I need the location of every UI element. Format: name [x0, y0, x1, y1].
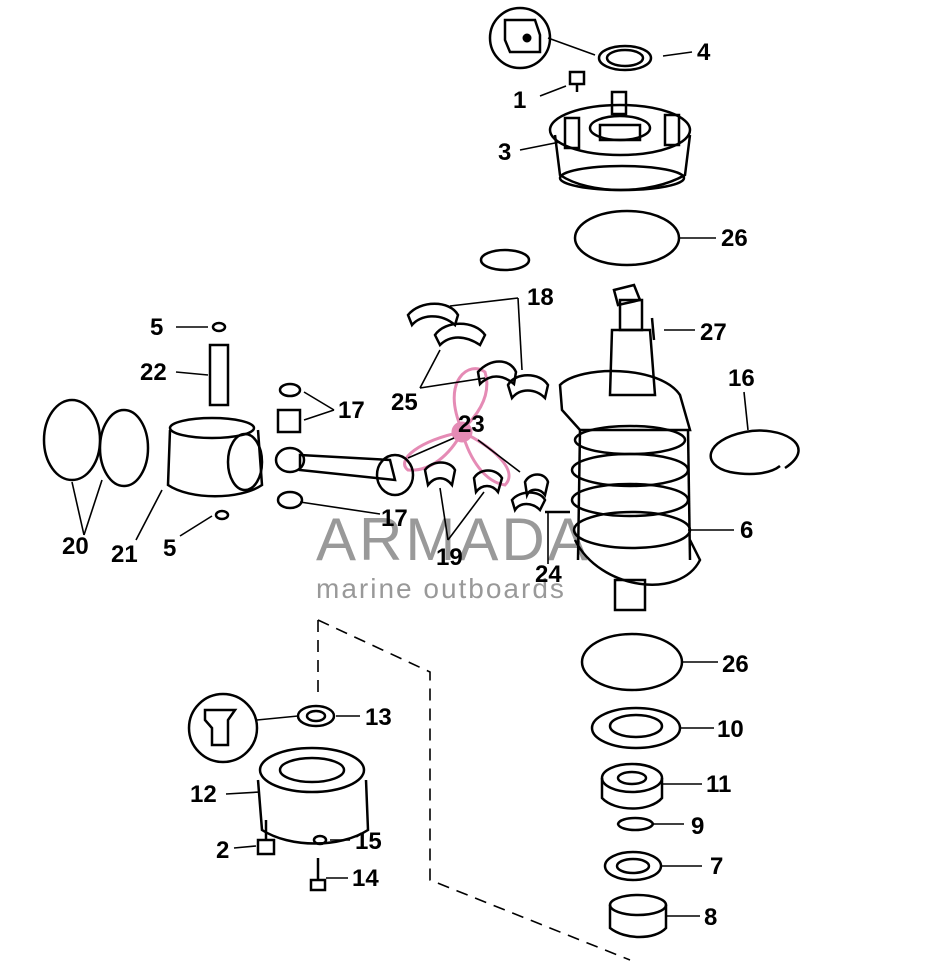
snap-ring-part — [616, 816, 655, 832]
callout-9: 9 — [691, 813, 704, 840]
callout-7: 7 — [710, 853, 723, 880]
callout-26a: 26 — [721, 225, 748, 252]
seal-part — [296, 704, 336, 728]
callout-1: 1 — [513, 87, 526, 114]
callout-13: 13 — [365, 704, 392, 731]
callout-21: 21 — [111, 541, 138, 568]
screw-part — [568, 70, 586, 92]
callout-12: 12 — [190, 781, 217, 808]
callout-23: 23 — [458, 411, 485, 438]
seal-detail-inset — [187, 692, 299, 764]
bolt-part — [256, 820, 276, 856]
oil-seal-part — [603, 850, 663, 882]
callout-5a: 5 — [150, 314, 163, 341]
upper-bearing-housing-part — [548, 90, 692, 192]
callout-17a: 17 — [338, 397, 365, 424]
callout-8: 8 — [704, 904, 717, 931]
callout-3: 3 — [498, 139, 511, 166]
rod-bearing-parts — [423, 461, 550, 514]
callout-24: 24 — [535, 561, 562, 588]
callout-20: 20 — [62, 533, 89, 560]
pin-clip-part — [214, 509, 230, 521]
callout-11: 11 — [706, 771, 731, 798]
callout-17b: 17 — [381, 505, 408, 532]
sleeve-part — [608, 893, 668, 939]
retaining-ring-part — [709, 429, 800, 476]
callout-27: 27 — [700, 319, 727, 346]
lower-bearing-housing-part — [256, 746, 370, 845]
connecting-rod-part — [274, 382, 415, 510]
bearing-race-parts — [406, 248, 550, 401]
seal-detail-inset — [488, 6, 596, 70]
seal-ring-part — [597, 44, 653, 72]
callout-25: 25 — [391, 389, 418, 416]
callout-2: 2 — [216, 837, 229, 864]
callout-19: 19 — [436, 544, 463, 571]
piston-ring-parts — [42, 398, 150, 488]
callout-15: 15 — [355, 828, 382, 855]
screw-part — [309, 858, 327, 892]
callout-5b: 5 — [163, 535, 176, 562]
ball-bearing-part — [600, 762, 664, 810]
callout-14: 14 — [352, 865, 379, 892]
alignment-line — [317, 619, 631, 961]
leader-lines — [71, 51, 749, 917]
piston-part — [166, 416, 264, 498]
callout-4: 4 — [697, 39, 711, 66]
o-ring-part — [580, 632, 684, 692]
callout-26b: 26 — [722, 651, 749, 678]
callout-22: 22 — [140, 359, 167, 386]
pin-clip-part — [211, 321, 227, 333]
woodruff-key-part — [650, 317, 656, 341]
thrust-washer-part — [590, 706, 682, 750]
o-ring-part — [573, 209, 681, 267]
callout-16: 16 — [728, 365, 755, 392]
callout-6: 6 — [740, 517, 753, 544]
piston-pin-part — [208, 343, 230, 407]
watermark-subtitle: marine outboards — [316, 573, 566, 604]
callout-10: 10 — [717, 716, 744, 743]
washer-part — [312, 834, 328, 846]
crankshaft-part — [558, 283, 702, 612]
callout-18: 18 — [527, 284, 554, 311]
watermark-title: ARMADA — [316, 506, 591, 573]
